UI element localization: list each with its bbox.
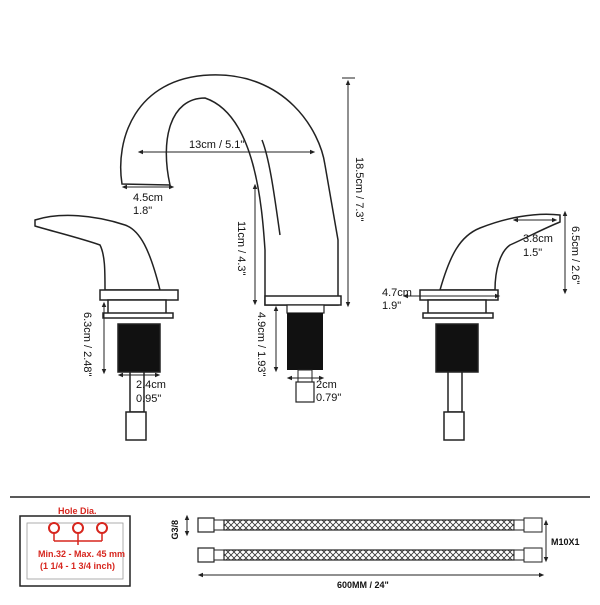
hole-range: Min.32 - Max. 45 mm [38, 549, 125, 559]
hole-range-in: (1 1/4 - 1 3/4 inch) [40, 561, 115, 571]
total-height-label: 18.5cm / 7.3" [353, 157, 365, 222]
hose-thread-top: G3/8 [170, 520, 180, 540]
handle-height-label: 6.5cm / 2.6" [569, 226, 581, 284]
base-dia-cm: 4.7cm [382, 287, 412, 299]
body-height-label: 11cm / 4.3" [235, 221, 247, 276]
handle-width-cm: 3.8cm [523, 233, 553, 245]
outlet-cm-label: 4.5cm [133, 192, 163, 204]
spout-reach-label: 13cm / 5.1" [189, 139, 244, 151]
hole-2-icon [72, 522, 84, 534]
hose-length: 600MM / 24" [337, 580, 389, 590]
handle-width-in: 1.5" [523, 247, 542, 259]
hole-diameter-panel: Hole Dia. Min.32 - Max. 45 mm (1 1/4 - 1… [19, 506, 131, 587]
center-shank-in: 0.79" [316, 392, 341, 404]
left-handle [34, 214, 179, 441]
base-thread-label: 4.9cm / 1.93" [255, 312, 267, 377]
hose-braid-1 [223, 519, 515, 531]
outlet-in-label: 1.8" [133, 205, 152, 217]
hoses [197, 517, 543, 563]
hole-1-icon [48, 522, 60, 534]
hose-braid-2 [223, 549, 515, 561]
left-shank-in: 0.95" [136, 393, 161, 405]
hose-thread-end: M10X1 [551, 537, 580, 547]
hole-3-icon [96, 522, 108, 534]
spout [119, 74, 339, 306]
left-shank-length: 6.3cm / 2.48" [81, 312, 93, 377]
base-dia-in: 1.9" [382, 300, 401, 312]
left-shank-cm: 2.4cm [136, 379, 166, 391]
center-shank-cm: 2cm [316, 379, 337, 391]
hole-title: Hole Dia. [58, 506, 97, 516]
